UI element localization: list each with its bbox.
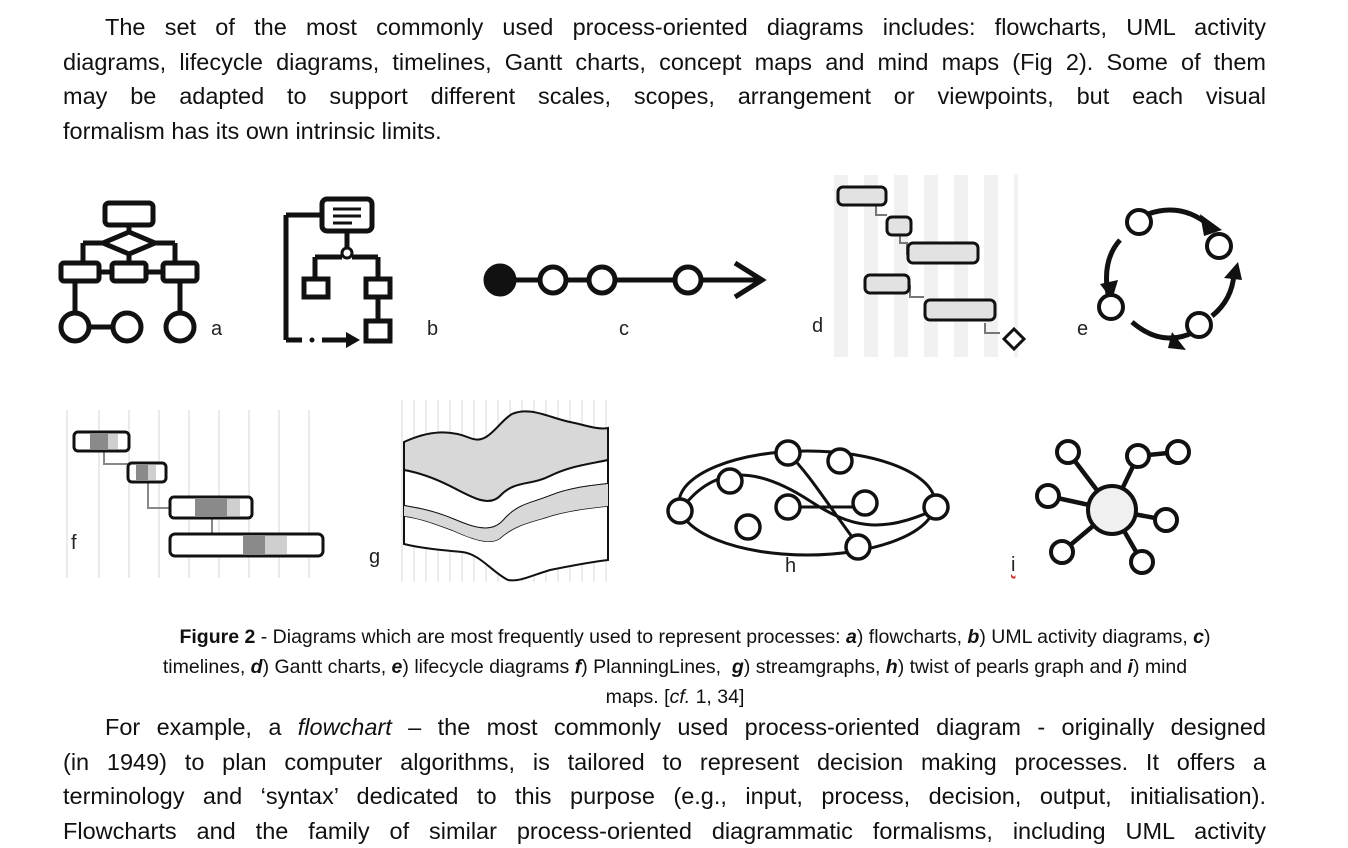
caption-text: maps. [ — [605, 686, 670, 708]
body-line-4: Flowcharts and the family of similar pro… — [63, 817, 1266, 844]
caption-text: ) streamgraphs, — [743, 656, 886, 678]
caption-key-d: d — [250, 656, 263, 678]
label-b: b — [427, 318, 439, 340]
caption-key-h: h — [885, 656, 898, 678]
flowchart-diagram — [58, 200, 200, 344]
mind-map-diagram — [1035, 439, 1191, 575]
label-a: a — [211, 318, 223, 340]
gantt-chart — [834, 175, 1027, 357]
label-c: c — [619, 318, 629, 340]
caption-text: ) PlanningLines, — [581, 656, 732, 678]
caption-key-e: e — [391, 656, 403, 678]
caption-line-1: Figure 2 - Diagrams which are most frequ… — [60, 622, 1290, 652]
label-i: i — [1011, 554, 1016, 576]
uml-activity-diagram — [283, 196, 393, 348]
body-emphasis: flowchart — [297, 714, 392, 740]
caption-cf: cf. — [669, 686, 691, 708]
body-text: – the most commonly used process-oriente… — [391, 714, 1266, 740]
intro-paragraph: The set of the most commonly used proces… — [63, 10, 1266, 148]
label-g: g — [369, 546, 381, 568]
intro-line-1: The set of the most commonly used proces… — [105, 14, 1266, 40]
twist-of-pearls-graph — [666, 439, 950, 561]
body-text: For example, a — [105, 714, 298, 740]
caption-key-c: c — [1193, 626, 1205, 648]
planninglines-diagram — [66, 410, 325, 578]
intro-line-3: may be adapted to support different scal… — [63, 83, 1266, 109]
caption-text: - Diagrams which are most frequently use… — [255, 626, 847, 648]
lifecycle-diagram — [1097, 207, 1242, 350]
label-h: h — [785, 555, 797, 577]
caption-text: timelines, — [162, 656, 251, 678]
caption-text: ) — [1204, 626, 1211, 648]
label-f: f — [71, 532, 77, 554]
caption-text: ) Gantt charts, — [262, 656, 392, 678]
caption-key-g: g — [731, 656, 744, 678]
streamgraph-diagram — [401, 400, 609, 582]
caption-text: ) flowcharts, — [856, 626, 968, 648]
caption-text: ) twist of pearls graph and — [897, 656, 1128, 678]
body-line-3: terminology and ‘syntax’ dedicated to th… — [63, 783, 1266, 809]
caption-line-2: timelines, d) Gantt charts, e) lifecycle… — [60, 652, 1290, 682]
figure-caption: Figure 2 - Diagrams which are most frequ… — [60, 622, 1290, 712]
body-line-1: For example, a flowchart – the most comm… — [63, 710, 1266, 745]
caption-key-a: a — [846, 626, 857, 648]
caption-key-i: i — [1127, 656, 1133, 678]
label-e: e — [1077, 318, 1089, 340]
caption-line-3: maps. [cf. 1, 34] — [60, 682, 1290, 712]
caption-key-b: b — [967, 626, 980, 648]
intro-line-4: formalism has its own intrinsic limits. — [63, 117, 442, 144]
label-d: d — [812, 315, 824, 337]
caption-text: ) lifecycle diagrams — [402, 656, 575, 678]
intro-line-2: diagrams, lifecycle diagrams, timelines,… — [63, 48, 1266, 75]
caption-key-f: f — [574, 656, 582, 678]
body-line-2: (in 1949) to plan computer algorithms, i… — [63, 748, 1266, 775]
timeline-diagram — [483, 260, 767, 300]
caption-text: 1, 34] — [690, 686, 745, 708]
caption-text: ) mind — [1132, 656, 1188, 678]
body-paragraph: For example, a flowchart – the most comm… — [63, 710, 1266, 848]
caption-figure-label: Figure 2 — [179, 626, 256, 648]
caption-text: ) UML activity diagrams, — [979, 626, 1194, 648]
